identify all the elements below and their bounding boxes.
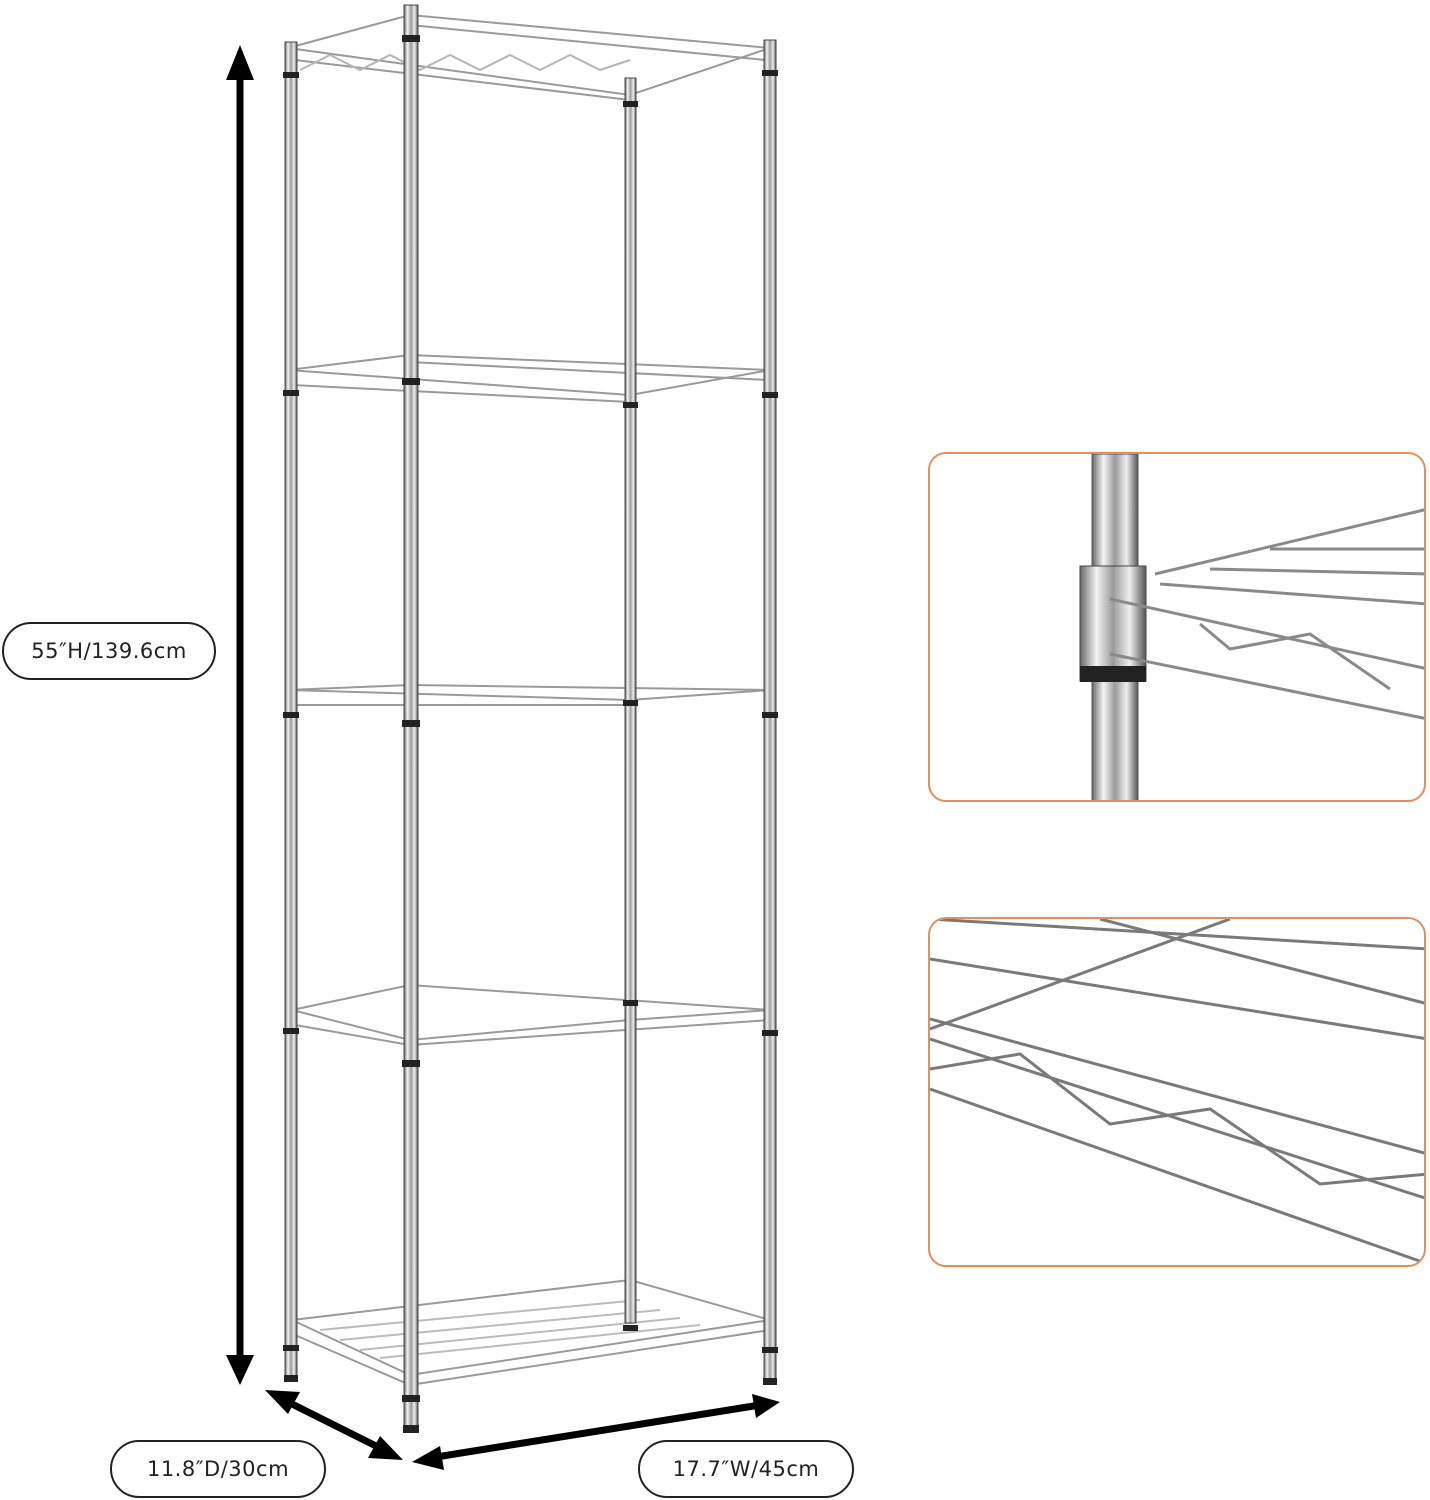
height-arrow — [226, 45, 254, 1385]
depth-dimension-label: 11.8″D/30cm — [110, 1440, 326, 1498]
width-arrow — [412, 1394, 780, 1470]
width-dimension-label: 17.7″W/45cm — [638, 1440, 854, 1498]
sleeves — [283, 35, 778, 1433]
depth-arrow — [265, 1390, 403, 1460]
pole-sleeve-connection-detail — [928, 452, 1426, 802]
shelves — [287, 13, 771, 1387]
poles — [284, 4, 777, 1431]
wire-shelf-grid-detail — [928, 917, 1426, 1267]
height-dimension-label: 55″H/139.6cm — [2, 622, 216, 680]
